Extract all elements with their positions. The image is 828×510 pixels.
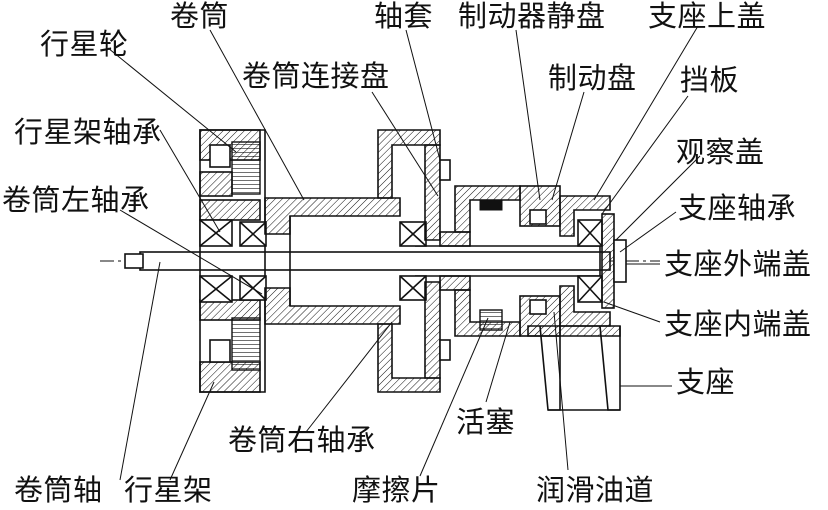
label-friction-plate: 摩擦片 <box>352 473 441 507</box>
support-seat <box>527 195 627 411</box>
label-planet-carrier: 行星架 <box>124 473 213 507</box>
planet-gear <box>199 141 261 371</box>
label-drum-shaft: 卷筒轴 <box>14 473 103 507</box>
label-support-bearing: 支座轴承 <box>678 191 797 225</box>
drum-body <box>264 197 401 325</box>
drum-shaft <box>124 245 611 277</box>
shaft-sleeve <box>439 231 471 291</box>
drum-left-bearing <box>239 221 267 301</box>
friction-plates <box>479 309 503 331</box>
leader-lines <box>107 25 701 481</box>
label-brake-static-disc: 制动器静盘 <box>458 0 606 33</box>
drum-right-bearing <box>399 221 427 301</box>
label-drum-right-bearing: 卷筒右轴承 <box>228 423 376 457</box>
label-planet-carrier-bearing: 行星架轴承 <box>14 115 162 149</box>
label-drum-connection-disc: 卷筒连接盘 <box>242 59 390 93</box>
label-support-top-cover: 支座上盖 <box>648 0 767 33</box>
label-inspection-cover: 观察盖 <box>676 135 765 169</box>
label-support: 支座 <box>676 365 736 399</box>
label-support-inner-end-cover: 支座内端盖 <box>664 307 812 341</box>
label-support-outer-end-cover: 支座外端盖 <box>664 247 812 281</box>
label-drum: 卷筒 <box>170 0 230 33</box>
label-drum-left-bearing: 卷筒左轴承 <box>2 183 150 217</box>
label-shaft-sleeve: 轴套 <box>374 0 434 33</box>
label-lubrication-oil-passage: 润滑油道 <box>536 473 655 507</box>
carrier-bearing <box>199 219 233 303</box>
label-planet-gear: 行星轮 <box>40 27 129 61</box>
label-piston: 活塞 <box>456 405 516 439</box>
label-baffle: 挡板 <box>680 63 740 97</box>
label-brake-disc: 制动盘 <box>548 61 637 95</box>
